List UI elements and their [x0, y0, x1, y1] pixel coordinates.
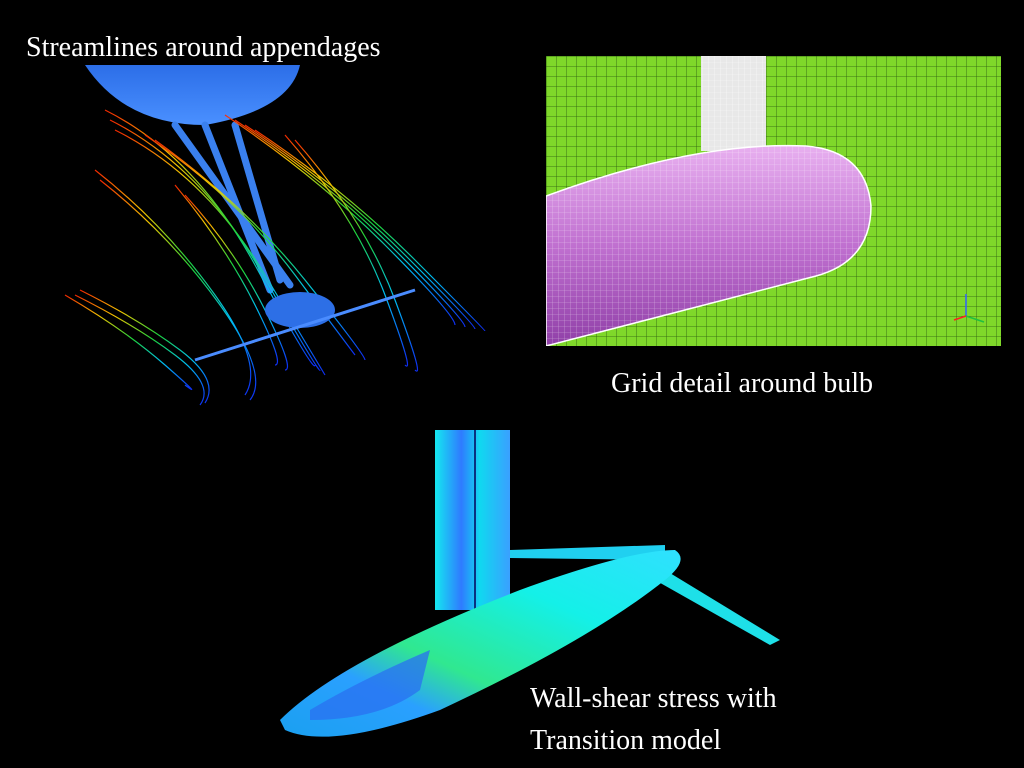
- caption-streamlines: Streamlines around appendages: [26, 32, 381, 63]
- caption-wall-shear: Wall-shear stress with Transition model: [530, 678, 777, 762]
- wall-shear-image: [270, 430, 810, 768]
- streamline-sheets: [64, 109, 486, 406]
- upper-fin: [510, 545, 665, 560]
- caption-grid-detail: Grid detail around bulb: [611, 368, 874, 399]
- bulb-shape: [265, 292, 335, 328]
- hull-shape: [85, 65, 300, 125]
- keel-strut: [435, 430, 510, 610]
- fin-line: [194, 288, 416, 362]
- grid-detail-image: [546, 56, 1001, 346]
- axis-triad-icon: [953, 294, 985, 323]
- streamlines-image: [55, 65, 525, 410]
- caption-wall-shear-line1: Wall-shear stress with: [530, 683, 777, 714]
- caption-wall-shear-line2: Transition model: [530, 725, 722, 756]
- rear-fin: [655, 570, 780, 645]
